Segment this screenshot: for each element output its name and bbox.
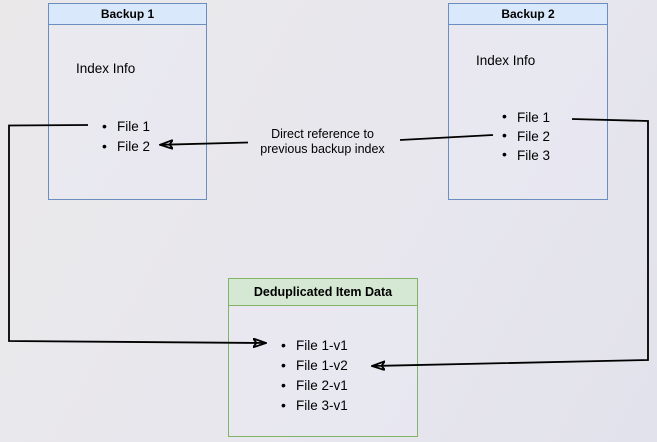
list-item: File 3 — [502, 145, 550, 165]
backup1-index-heading: Index Info — [76, 61, 136, 76]
list-item: File 2-v1 — [281, 375, 348, 396]
list-item: File 3-v1 — [281, 395, 348, 416]
backup1-node: Backup 1 Index Info File 1 File 2 — [48, 3, 207, 200]
edge-annotation: Direct reference to previous backup inde… — [240, 127, 405, 157]
list-item: File 2 — [502, 126, 550, 146]
edge-annotation-line2: previous backup index — [260, 142, 385, 156]
list-item: File 1-v2 — [281, 355, 348, 376]
backup1-file-list: File 1 File 2 — [102, 116, 150, 157]
dedup-title: Deduplicated Item Data — [229, 279, 417, 306]
list-item: File 1-v1 — [281, 335, 348, 356]
list-item: File 2 — [102, 136, 150, 157]
dedup-node: Deduplicated Item Data File 1-v1 File 1-… — [228, 278, 418, 437]
list-item: File 1 — [102, 116, 150, 137]
backup2-file-list: File 1 File 2 File 3 — [502, 107, 550, 165]
backup2-index-heading: Index Info — [476, 53, 536, 68]
backup2-node: Backup 2 Index Info File 1 File 2 File 3 — [448, 3, 608, 200]
edge-annotation-line1: Direct reference to — [271, 127, 374, 141]
backup1-title: Backup 1 — [49, 4, 206, 25]
backup2-title: Backup 2 — [449, 4, 607, 25]
dedup-file-list: File 1-v1 File 1-v2 File 2-v1 File 3-v1 — [281, 335, 348, 416]
list-item: File 1 — [502, 107, 550, 127]
